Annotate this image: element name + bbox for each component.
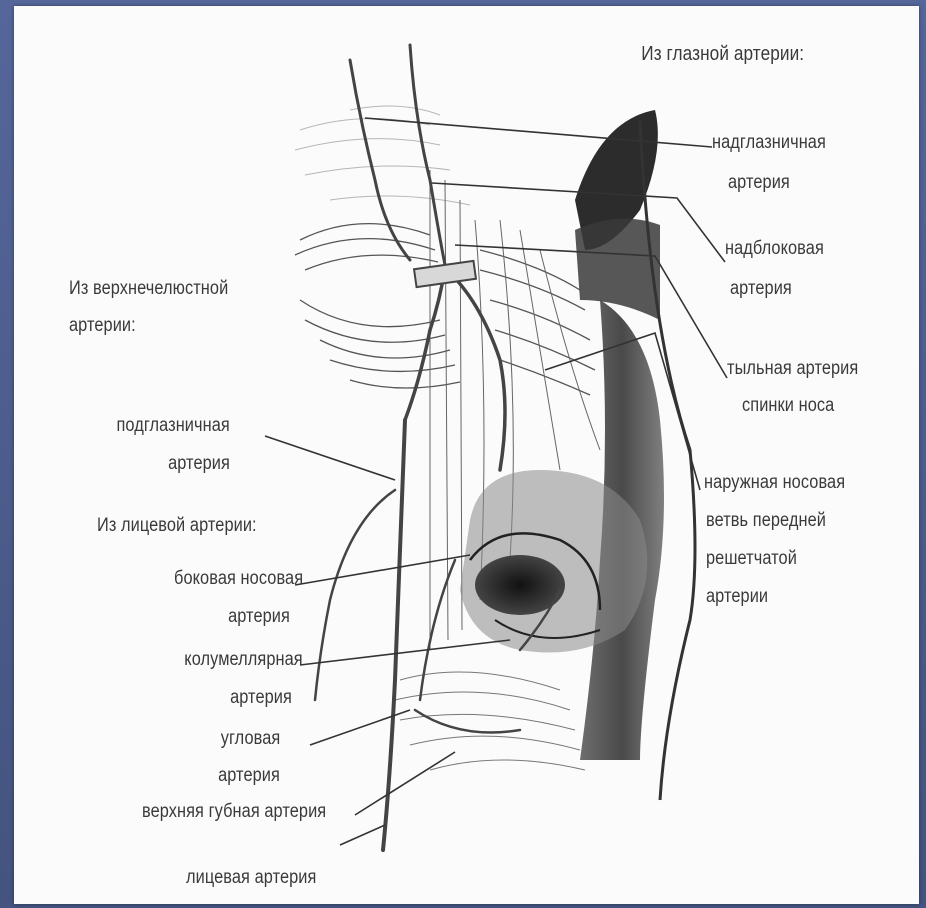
label-dorsal-nasal-line1: тыльная артерия [727, 357, 858, 381]
label-infraorbital-line1: подглазничная [117, 414, 230, 438]
label-supraorbital-line1: надглазничная [712, 131, 826, 155]
vessels [315, 45, 560, 850]
label-external-nasal-line4: артерии [706, 585, 768, 609]
vessel-clamp [414, 261, 476, 287]
label-dorsal-nasal-line2: спинки носа [742, 394, 834, 418]
label-supraorbital-line2: артерия [728, 171, 790, 195]
forehead-hatching [295, 106, 470, 205]
group-title-maxillary-line2: артерии: [69, 314, 136, 338]
label-external-nasal-line2: ветвь передней [706, 509, 826, 533]
label-lateral-nasal-line1: боковая носовая [174, 567, 303, 591]
nose-tip [460, 470, 647, 653]
label-external-nasal-line1: наружная носовая [704, 471, 845, 495]
label-angular-line1: угловая [220, 727, 280, 751]
label-supratrochlear-line1: надблоковая [725, 237, 824, 261]
label-columellar-line1: колумеллярная [185, 648, 303, 672]
group-title-facial: Из лицевой артерии: [97, 514, 257, 538]
group-title-ophthalmic: Из глазной артерии: [641, 42, 804, 66]
lip-hatching [395, 672, 585, 770]
label-facial-artery: лицевая артерия [186, 866, 316, 890]
group-title-maxillary-line1: Из верхнечелюстной [69, 277, 228, 301]
label-lateral-nasal-line2: артерия [228, 605, 290, 629]
label-external-nasal-line3: решетчатой [706, 547, 797, 571]
label-superior-labial: верхняя губная артерия [142, 800, 326, 824]
label-columellar-line2: артерия [230, 686, 292, 710]
label-angular-line2: артерия [218, 764, 280, 788]
label-supratrochlear-line2: артерия [730, 277, 792, 301]
label-infraorbital-line2: артерия [168, 452, 230, 476]
